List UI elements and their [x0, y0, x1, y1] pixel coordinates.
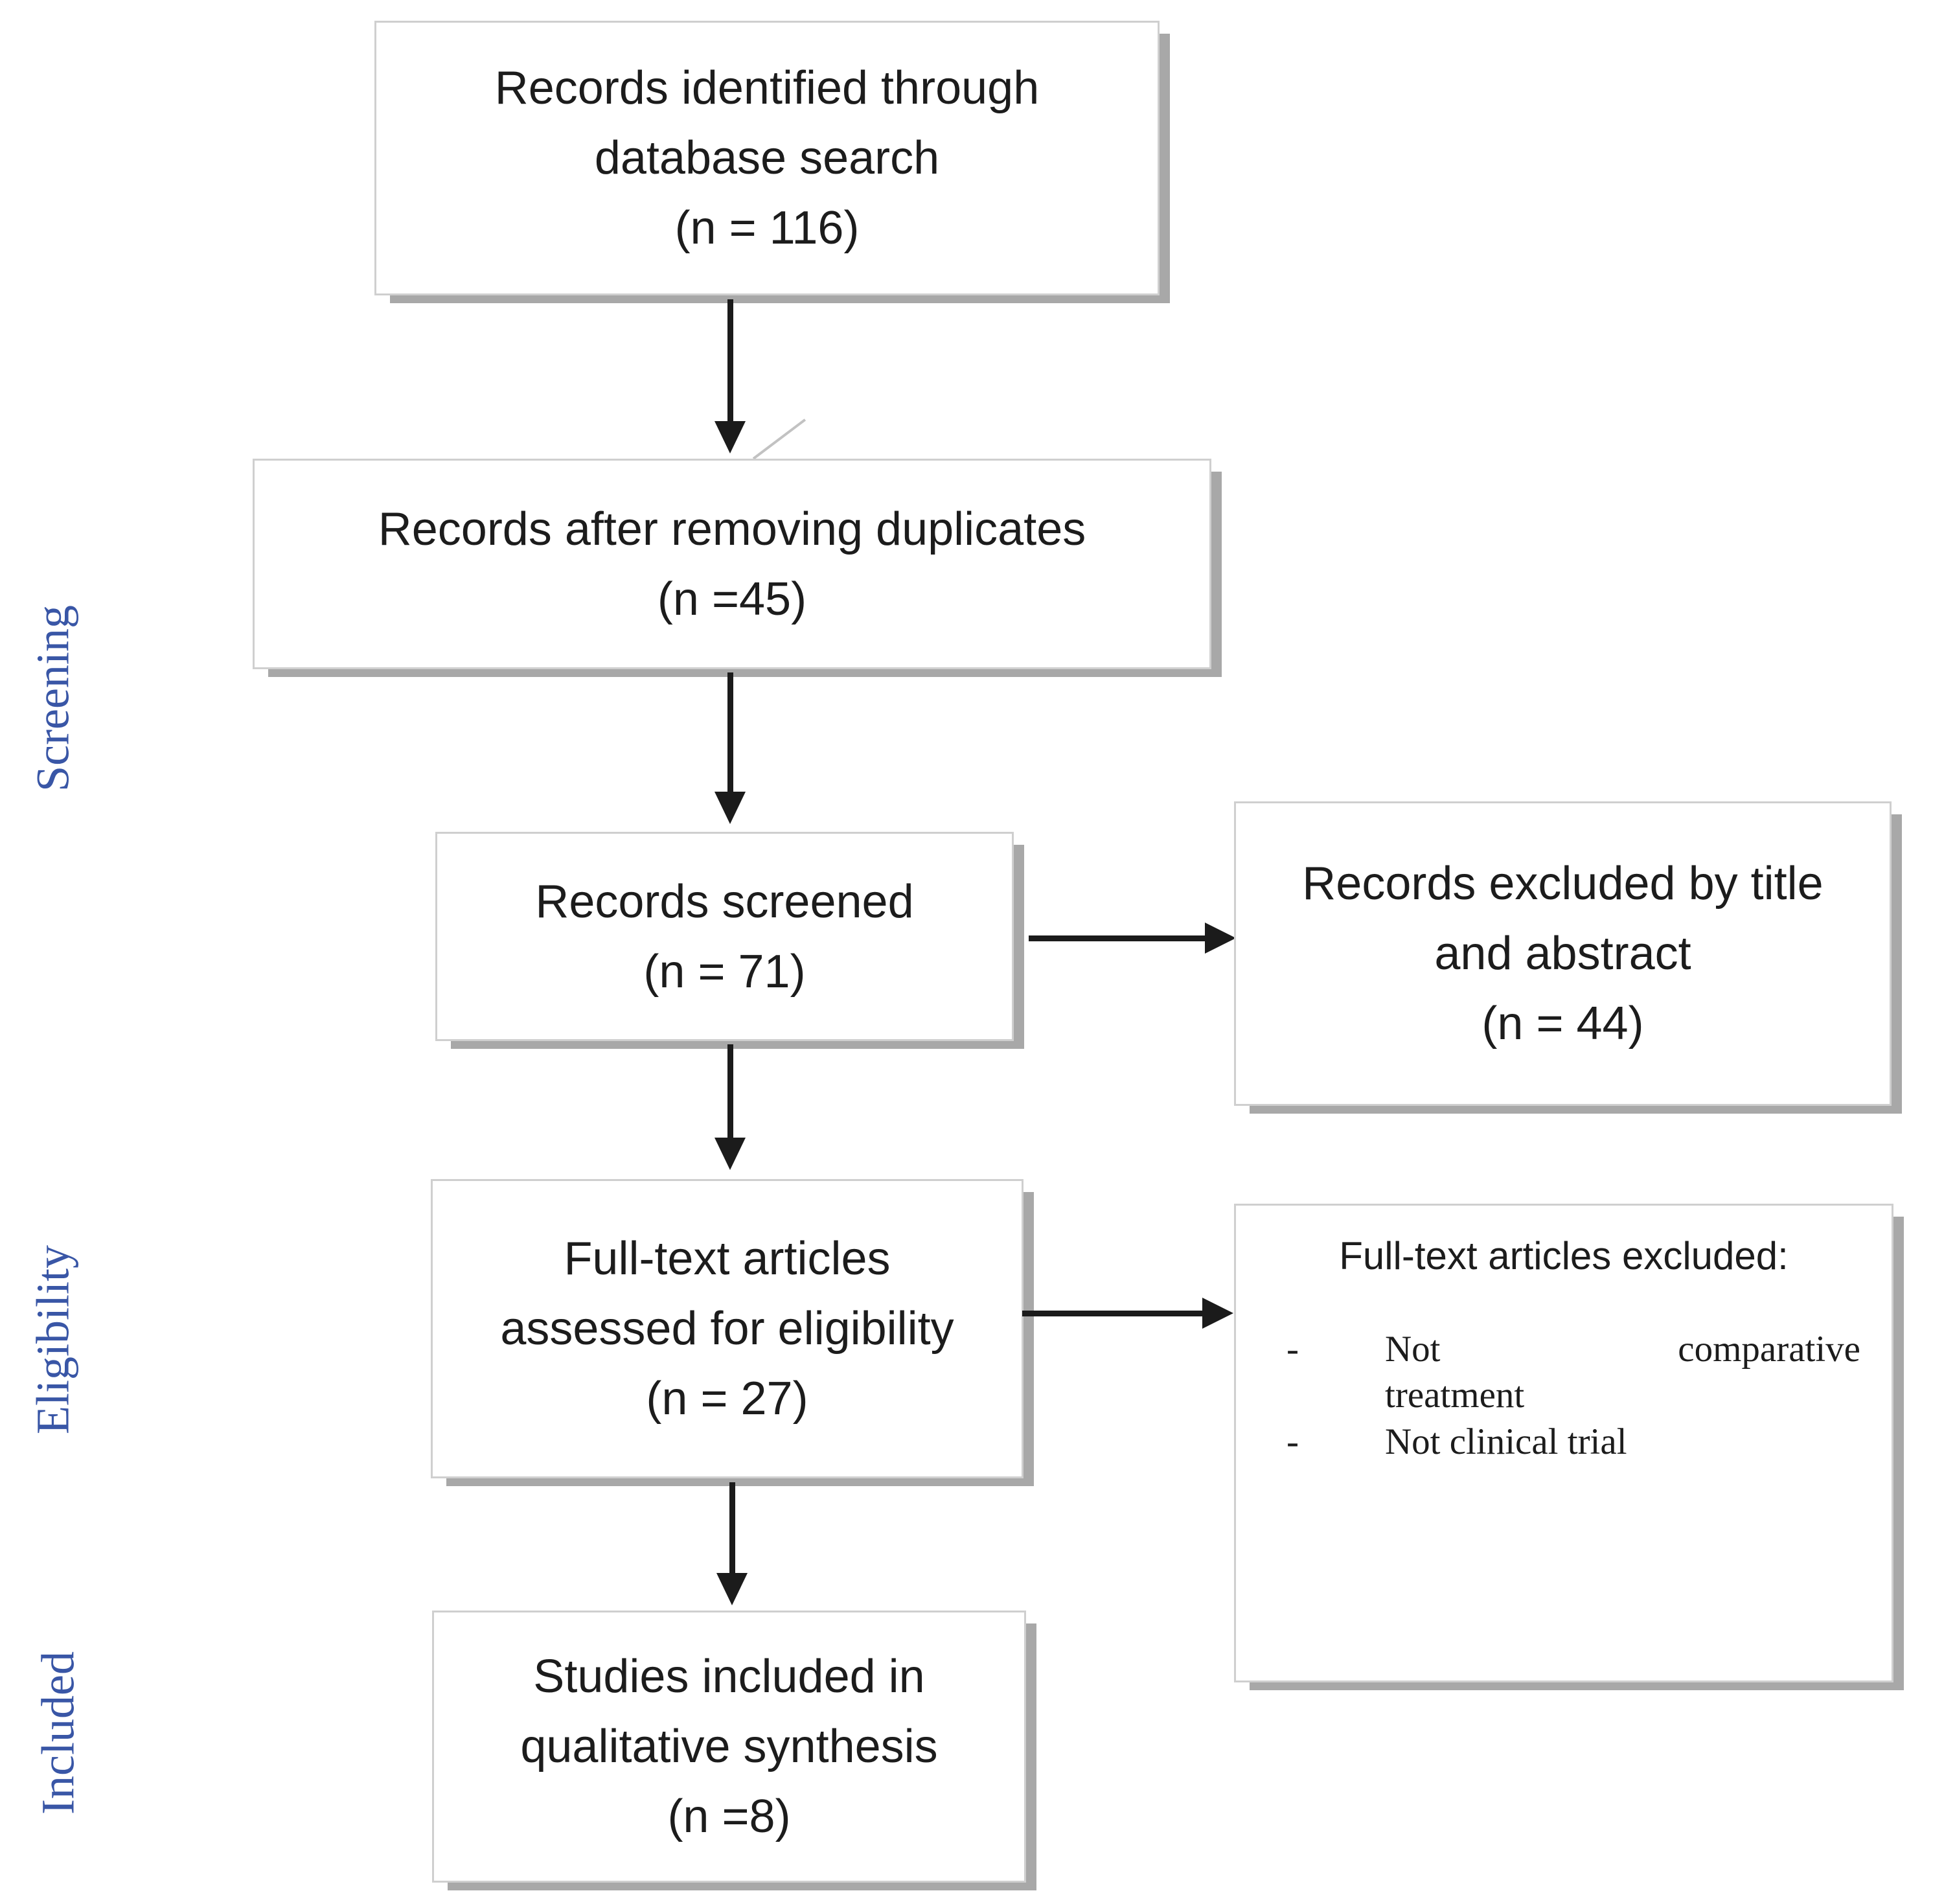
- box-fulltext-excluded-title: Full-text articles excluded:: [1339, 1234, 1789, 1278]
- bullet-word-left: Not: [1385, 1329, 1441, 1370]
- arrowhead-right-icon: [1202, 1298, 1233, 1329]
- stage-label-screening: Screening: [27, 605, 79, 792]
- arrow-line: [727, 1044, 733, 1139]
- box-records-identified-count: (n = 116): [674, 202, 860, 254]
- box-records-screened: Records screened (n = 71): [435, 832, 1014, 1041]
- bullet-line2: treatment: [1385, 1375, 1525, 1416]
- stage-label-eligibility: Eligibility: [27, 1244, 79, 1435]
- box-records-excluded-count: (n = 44): [1481, 998, 1644, 1049]
- box-records-after-duplicates: Records after removing duplicates (n =45…: [253, 459, 1211, 669]
- box-fulltext-assessed-line1: Full-text articles: [564, 1233, 891, 1285]
- box-fulltext-excluded-bullets: - Not comparative treatment - Not clinic…: [1236, 1326, 1892, 1465]
- arrowhead-down-icon: [715, 421, 746, 453]
- box-records-excluded-line2: and abstract: [1434, 928, 1691, 980]
- arrowhead-down-icon: [715, 1138, 746, 1170]
- box-records-screened-line1: Records screened: [535, 875, 914, 928]
- box-records-after-duplicates-count: (n =45): [657, 573, 807, 625]
- bullet-not-clinical-trial: - Not clinical trial: [1286, 1419, 1860, 1465]
- bullet-word-right: comparative: [1678, 1329, 1860, 1370]
- box-records-screened-count: (n = 71): [643, 945, 806, 998]
- arrowhead-right-icon: [1205, 923, 1236, 954]
- box-records-identified-line1: Records identified through: [494, 62, 1040, 114]
- bullet-text: Not clinical trial: [1385, 1421, 1627, 1462]
- box-records-excluded-title-abstract: Records excluded by title and abstract (…: [1234, 801, 1892, 1106]
- bullet-not-comparative-treatment: - Not comparative treatment: [1286, 1326, 1860, 1419]
- box-studies-included-line1: Studies included in: [533, 1651, 925, 1703]
- box-fulltext-assessed-count: (n = 27): [646, 1373, 808, 1425]
- arrow-line: [1029, 935, 1207, 941]
- arrow-line: [1022, 1311, 1205, 1316]
- arrow-line: [729, 1482, 735, 1574]
- box-records-identified-line2: database search: [594, 132, 940, 184]
- bullet-line-justified: Not comparative: [1385, 1326, 1860, 1372]
- arrowhead-down-icon: [716, 1573, 748, 1605]
- scan-slash-artifact: [752, 419, 806, 460]
- box-fulltext-assessed-line2: assessed for eligibility: [500, 1303, 954, 1355]
- box-records-after-duplicates-line1: Records after removing duplicates: [378, 503, 1086, 555]
- box-studies-included: Studies included in qualitative synthesi…: [432, 1611, 1026, 1883]
- box-fulltext-excluded: Full-text articles excluded: - Not compa…: [1234, 1204, 1893, 1682]
- box-studies-included-line2: qualitative synthesis: [520, 1721, 938, 1772]
- bullet-marker: -: [1286, 1329, 1299, 1370]
- arrowhead-down-icon: [715, 792, 746, 824]
- bullet-text: Not comparative treatment: [1385, 1326, 1860, 1419]
- stage-label-included: Included: [32, 1651, 84, 1815]
- arrow-line: [727, 672, 733, 792]
- arrow-line: [727, 299, 733, 422]
- box-records-identified: Records identified through database sear…: [374, 21, 1160, 295]
- box-fulltext-assessed: Full-text articles assessed for eligibil…: [431, 1179, 1023, 1478]
- box-studies-included-count: (n =8): [667, 1791, 791, 1842]
- bullet-marker: -: [1286, 1421, 1299, 1462]
- box-records-excluded-line1: Records excluded by title: [1302, 858, 1824, 910]
